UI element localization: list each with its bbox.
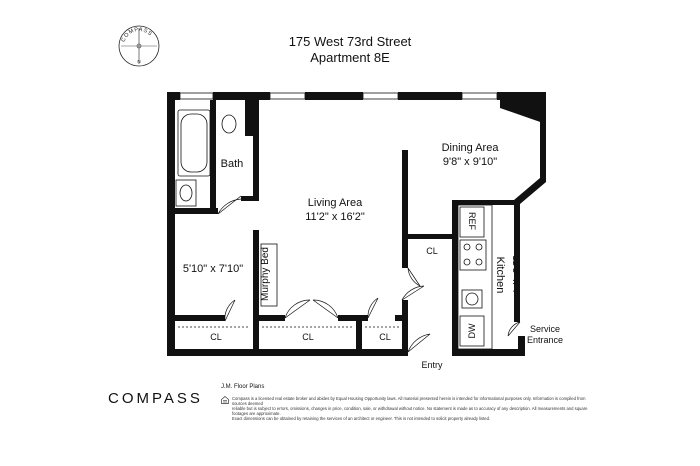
wall — [338, 315, 368, 321]
kitchen-sink — [461, 289, 483, 309]
north-letter: N — [137, 59, 140, 64]
stove — [459, 239, 487, 271]
window — [461, 92, 498, 100]
wall — [167, 349, 408, 356]
toilet — [221, 114, 237, 134]
dining-area-dims: 9'8" x 9'10" — [442, 156, 498, 168]
wall — [455, 349, 525, 356]
dishwasher-label: DW — [467, 323, 477, 339]
closet-door-swing — [401, 285, 425, 301]
disclaimer-line: reliable but is subject to errors, omiss… — [232, 406, 588, 416]
wall — [253, 230, 259, 356]
wall — [395, 315, 408, 321]
service-entrance-line1: Service — [529, 324, 560, 334]
closet-door-swing — [224, 299, 236, 322]
unit-title: Apartment 8E — [310, 50, 390, 65]
closet-label-right: CL — [379, 332, 391, 342]
refrigerator-label: REF — [467, 212, 477, 230]
living-area-name: Living Area — [307, 197, 363, 209]
wall — [253, 315, 285, 321]
wall — [175, 208, 218, 214]
closet-door-swing — [367, 297, 379, 319]
brand-logo: COMPASS — [108, 390, 203, 407]
window — [362, 92, 399, 100]
wall — [402, 300, 408, 356]
murphy-bed-label: Murphy Bed — [260, 247, 271, 301]
floor-plan-credit: J.M. Floor Plans — [221, 384, 265, 390]
service-door-swing — [507, 321, 521, 337]
burner — [463, 243, 471, 251]
bath-door-swing — [217, 195, 242, 215]
wall — [305, 92, 363, 100]
wall — [356, 315, 362, 356]
closet-label-middle: CL — [302, 332, 314, 342]
compass-rose-icon: COMPASS N — [118, 25, 160, 67]
window — [179, 92, 214, 100]
entry-label: Entry — [421, 360, 443, 370]
bathtub — [177, 109, 211, 177]
closet-label-upper: CL — [426, 246, 438, 256]
column — [245, 100, 259, 136]
corner-column — [500, 92, 546, 124]
murphy-bed-cabinet — [260, 243, 278, 307]
dining-area-name: Dining Area — [441, 142, 499, 154]
wall — [452, 200, 458, 356]
closet-door-swing — [407, 267, 421, 287]
wall — [210, 100, 216, 210]
kitchen-dims: 11'3" x 4' — [510, 255, 521, 295]
sink-basin — [179, 184, 193, 202]
service-entrance-line2: Entrance — [526, 335, 564, 345]
wall — [452, 200, 514, 205]
disclaimer-text: Compass is a licensed real estate broker… — [232, 396, 592, 421]
bedroom-dims: 5'10" x 7'10" — [182, 263, 244, 275]
dishwasher — [459, 315, 485, 347]
kitchen-counter — [457, 204, 493, 350]
living-area-dims: 11'2" x 16'2" — [305, 211, 365, 223]
wall — [402, 150, 408, 268]
kitchen-name: Kitchen — [494, 256, 506, 294]
wall — [518, 336, 525, 356]
wall — [175, 315, 225, 321]
closet-door-swing — [312, 299, 339, 319]
sink — [175, 179, 197, 207]
wall — [253, 136, 259, 201]
disclaimer-line: Compass is a licensed real estate broker… — [232, 396, 586, 406]
burner — [463, 258, 471, 266]
wall — [402, 234, 452, 239]
wall — [514, 112, 546, 322]
disclaimer-line: Exact dimensions can be obtained by reta… — [232, 416, 491, 421]
bath-label: Bath — [220, 158, 244, 170]
closet-label-left: CL — [210, 332, 222, 342]
wall — [213, 92, 270, 100]
wall — [242, 92, 270, 100]
bathtub-basin — [180, 113, 208, 173]
burner — [475, 243, 483, 251]
address-title: 175 West 73rd Street — [288, 34, 412, 49]
wall — [398, 92, 462, 100]
kitchen-sink-basin — [465, 292, 479, 306]
burner — [475, 258, 483, 266]
window — [269, 92, 306, 100]
refrigerator — [459, 206, 485, 238]
entry-door-swing — [407, 333, 431, 353]
equal-housing-icon — [221, 396, 229, 404]
wall — [167, 92, 175, 356]
closet-door-swing — [284, 299, 311, 319]
wall — [241, 196, 259, 201]
